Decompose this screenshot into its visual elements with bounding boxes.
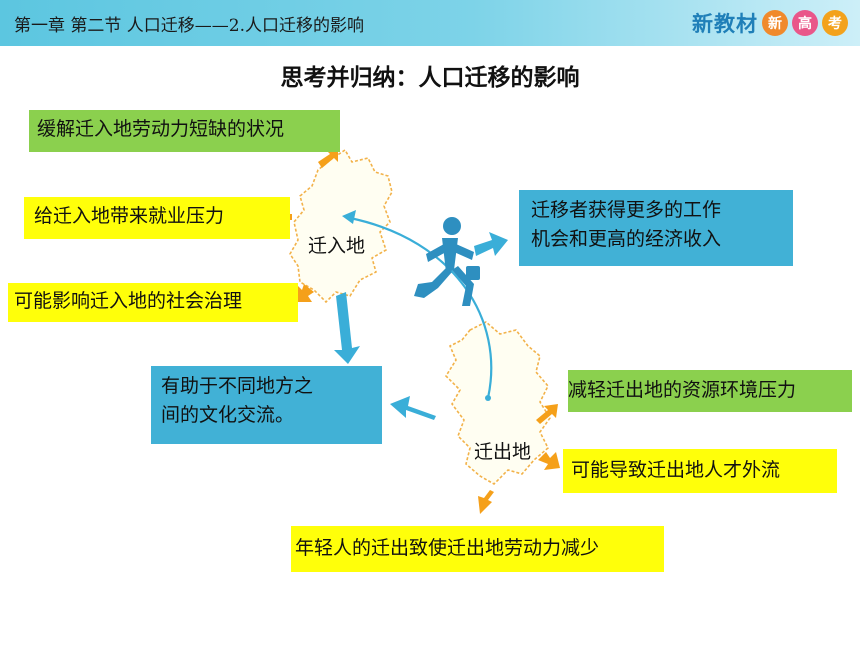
brand-text: 新教材 xyxy=(692,12,758,36)
arrow-to-cultural-exchange-from-origin xyxy=(390,396,436,420)
origin-label: 迁出地 xyxy=(474,441,532,463)
box-reduce-pressure-text: 减轻迁出地的资源环境压力 xyxy=(568,379,797,401)
origin-region xyxy=(444,321,551,485)
migration-path xyxy=(349,216,493,399)
box-migrant-benefit-line-1: 迁移者获得更多的工作 xyxy=(531,199,722,221)
box-cultural-exchange: 有助于不同地方之 间的文化交流。 xyxy=(151,366,382,444)
box-relieve-shortage-text: 缓解迁入地劳动力短缺的状况 xyxy=(37,118,285,140)
page-title: 思考并归纳：人口迁移的影响 xyxy=(280,64,580,91)
header-title: 第一章 第二节 人口迁移——2.人口迁移的影响 xyxy=(14,16,365,36)
brand-logo: 新教材 新 高 考 xyxy=(692,6,848,40)
brand-circle-1: 新 xyxy=(762,10,788,36)
arrow-to-labor-reduction xyxy=(478,490,494,514)
header-bar: 第一章 第二节 人口迁移——2.人口迁移的影响 新教材 新 高 考 xyxy=(0,0,860,46)
running-person-icon xyxy=(414,217,480,306)
box-labor-reduction-text: 年轻人的迁出致使迁出地劳动力减少 xyxy=(295,537,600,559)
arrow-to-cultural-exchange-from-destination xyxy=(334,292,360,364)
box-talent-outflow-text: 可能导致迁出地人才外流 xyxy=(571,459,781,481)
box-cultural-exchange-line-1: 有助于不同地方之 xyxy=(161,375,314,397)
arrow-to-talent-outflow xyxy=(538,452,560,470)
box-cultural-exchange-line-2: 间的文化交流。 xyxy=(161,404,295,426)
box-labor-reduction: 年轻人的迁出致使迁出地劳动力减少 xyxy=(291,526,664,572)
arrow-to-relieve-shortage xyxy=(318,150,338,168)
brand-circle-3: 考 xyxy=(822,10,848,36)
brand-circle-2: 高 xyxy=(792,10,818,36)
arrow-to-migrant-benefit xyxy=(474,232,508,256)
migration-arrowhead xyxy=(342,210,356,224)
box-reduce-pressure: 减轻迁出地的资源环境压力 xyxy=(568,370,852,412)
arrow-to-social-governance xyxy=(296,284,314,302)
box-migrant-benefit-line-2: 机会和更高的经济收入 xyxy=(531,228,722,250)
arrow-to-reduce-pressure xyxy=(536,404,558,424)
box-relieve-shortage: 缓解迁入地劳动力短缺的状况 xyxy=(29,110,340,152)
box-employment-pressure: 给迁入地带来就业压力 xyxy=(24,197,290,239)
migration-start-dot xyxy=(485,395,491,401)
box-migrant-benefit: 迁移者获得更多的工作 机会和更高的经济收入 xyxy=(519,190,793,266)
box-social-governance: 可能影响迁入地的社会治理 xyxy=(8,283,298,322)
box-social-governance-text: 可能影响迁入地的社会治理 xyxy=(14,290,243,312)
destination-region xyxy=(289,148,393,304)
box-employment-pressure-text: 给迁入地带来就业压力 xyxy=(34,205,225,227)
destination-label: 迁入地 xyxy=(308,235,366,257)
box-talent-outflow: 可能导致迁出地人才外流 xyxy=(563,449,837,493)
